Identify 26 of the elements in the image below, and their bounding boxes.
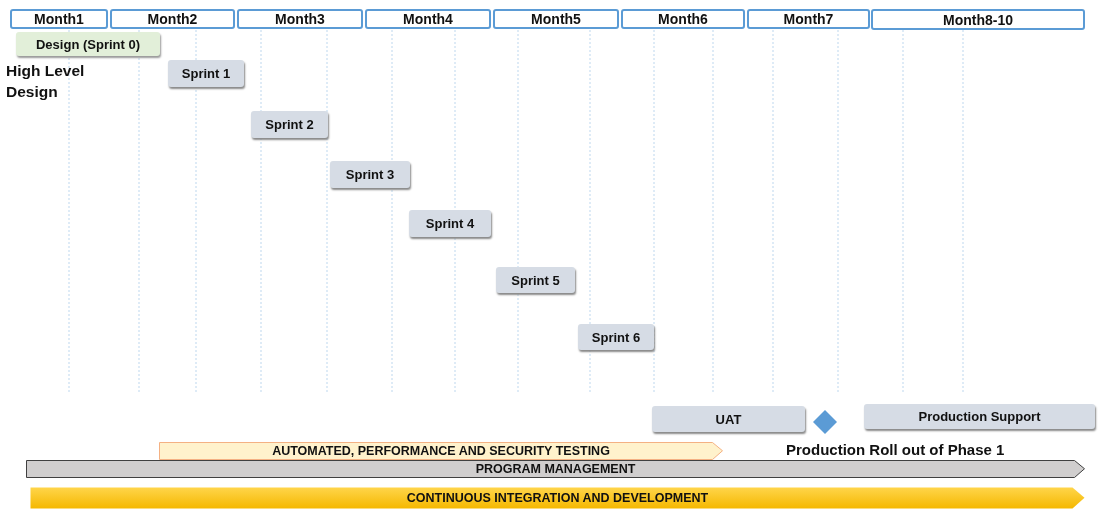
month-header: Month3 — [237, 9, 363, 29]
phase-box: Sprint 4 — [409, 210, 491, 237]
month-header: Month6 — [621, 9, 745, 29]
month-header: Month5 — [493, 9, 619, 29]
phase-box: Sprint 2 — [251, 111, 328, 138]
testing-bar — [159, 442, 723, 460]
month-header: Month7 — [747, 9, 870, 29]
continuous-integration-bar — [30, 487, 1085, 509]
phase-box: Sprint 5 — [496, 267, 575, 293]
month-header: Month8-10 — [871, 9, 1085, 30]
program-management-bar — [26, 460, 1085, 478]
bar-label: CONTINUOUS INTEGRATION AND DEVELOPMENT — [406, 491, 709, 505]
bar-label: AUTOMATED, PERFORMANCE AND SECURITY TESTING — [272, 444, 610, 458]
milestone-diamond — [813, 410, 837, 434]
bar-label: PROGRAM MANAGEMENT — [475, 462, 636, 476]
phase-note: High Level Design — [6, 61, 86, 102]
phase-box: Sprint 1 — [168, 60, 244, 87]
month-header: Month1 — [10, 9, 108, 29]
milestone-label: Production Roll out of Phase 1 — [786, 441, 1005, 458]
phase-box: Sprint 3 — [330, 161, 410, 188]
phase-box: UAT — [652, 406, 805, 432]
month-header: Month2 — [110, 9, 235, 29]
phase-box: Production Support — [864, 404, 1095, 429]
design-phase-box: Design (Sprint 0) — [16, 32, 160, 56]
month-header: Month4 — [365, 9, 491, 29]
phase-box: Sprint 6 — [578, 324, 654, 350]
